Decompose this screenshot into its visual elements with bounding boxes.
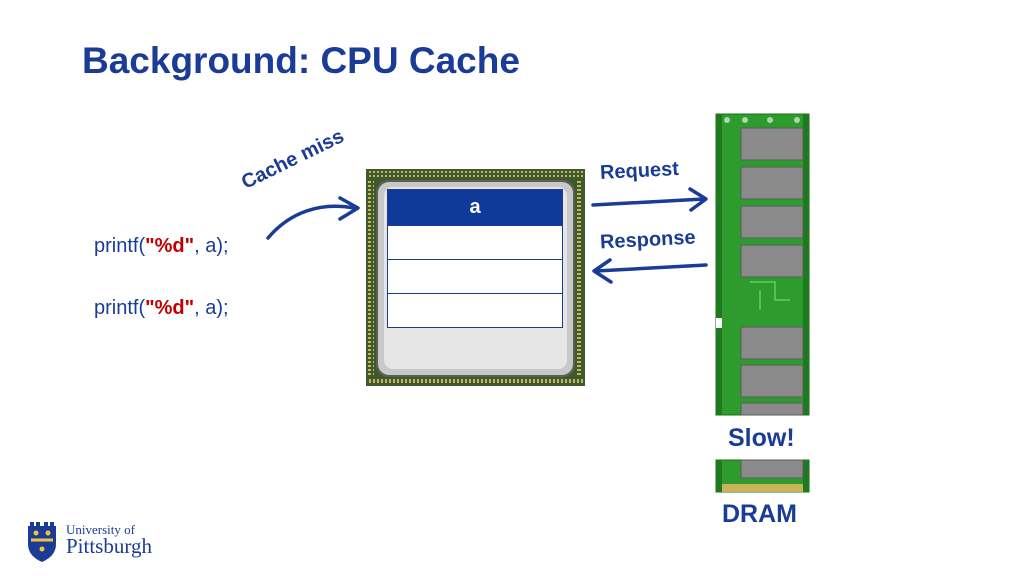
- code-line-2: printf("%d", a);: [94, 297, 229, 320]
- logo-line-1: University of: [66, 522, 135, 537]
- cache-miss-arrow: [266, 204, 356, 240]
- format-string: "%d": [145, 235, 195, 257]
- cache-line: a: [387, 189, 563, 226]
- code-suffix: , a);: [194, 297, 229, 319]
- request-label: Request: [599, 157, 680, 185]
- slide-title: Background: CPU Cache: [82, 40, 520, 81]
- cache-line: [387, 260, 563, 294]
- cache-line: [387, 294, 563, 328]
- university-logo: University of Pittsburgh: [24, 520, 152, 560]
- cache-line: [387, 226, 563, 260]
- format-string: "%d": [145, 297, 195, 319]
- logo-shield-space: [24, 520, 60, 560]
- request-arrowhead: [688, 187, 708, 212]
- response-arrowhead: [592, 258, 613, 284]
- cache-table: a: [387, 189, 563, 328]
- request-arrow: [591, 197, 706, 207]
- logo-text: University of Pittsburgh: [66, 523, 152, 557]
- response-arrow: [594, 263, 708, 273]
- logo-line-2: Pittsburgh: [66, 534, 152, 558]
- cache-miss-arrowhead: [338, 196, 360, 221]
- code-prefix: printf(: [94, 235, 146, 257]
- code-line-1: printf("%d", a);: [94, 235, 229, 258]
- dram-label: DRAM: [722, 500, 797, 528]
- code-suffix: , a);: [194, 235, 229, 257]
- dram-module-lower: [715, 459, 810, 493]
- university-shield-icon: [28, 522, 56, 562]
- code-prefix: printf(: [94, 297, 146, 319]
- slow-label: Slow!: [728, 424, 795, 452]
- dram-module: [715, 113, 810, 416]
